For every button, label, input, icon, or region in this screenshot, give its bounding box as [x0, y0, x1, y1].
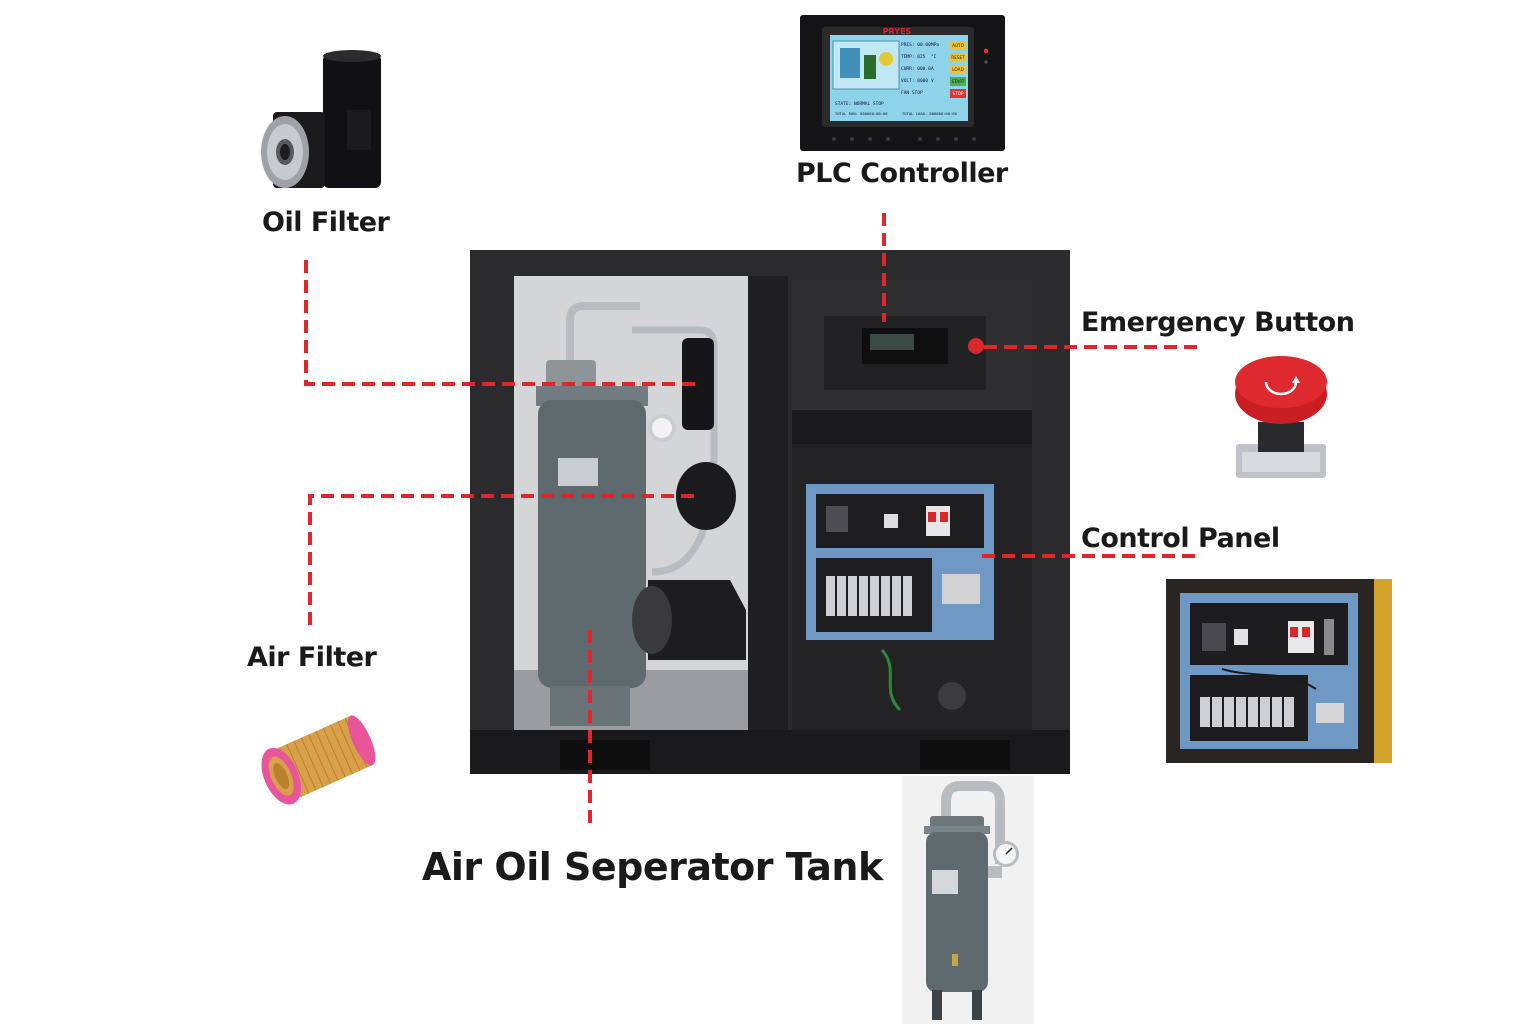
plc-key-auto: AUTO: [952, 43, 964, 48]
plc-row-4-text: VOLT: 0000: [901, 78, 928, 84]
air-filter-leader: [308, 494, 700, 625]
air-oil-separator-tank-label: Air Oil Seperator Tank: [422, 845, 883, 889]
emergency-button-label: Emergency Button: [1081, 307, 1355, 338]
plc-controller-image: PRYES PRES: 00.00 MPa TEMP: 025 °C CURR:…: [800, 15, 1005, 151]
plc-status-text: STATE: NORMAL STOP: [835, 101, 884, 107]
plc-row-1-text: PRES: 00.00: [901, 42, 931, 48]
air-filter-image: [261, 715, 376, 805]
plc-row-2-text: TEMP: 025: [901, 54, 926, 60]
plc-key-start: START: [952, 79, 965, 84]
air-filter-label: Air Filter: [247, 642, 377, 673]
plc-footer-left: TOTAL RUN: 000000:00:00: [835, 111, 888, 116]
separator-tank-image: [902, 776, 1034, 1024]
control-panel-image: [1166, 579, 1392, 763]
plc-row-5-text: FAN STOP: [901, 90, 923, 96]
plc-controller-label: PLC Controller: [796, 158, 1008, 189]
plc-key-stop: STOP: [952, 91, 964, 96]
plc-brand-text: PRYES: [883, 27, 912, 36]
oil-filter-leader: [304, 260, 700, 386]
plc-row-3-unit: A: [931, 66, 934, 72]
oil-filter-label: Oil Filter: [262, 207, 390, 238]
control-panel-label: Control Panel: [1081, 523, 1280, 554]
plc-footer-right: TOTAL LOAD: 000000:00:00: [902, 111, 958, 116]
plc-row-2-unit: °C: [931, 54, 937, 60]
oil-filter-image: [261, 50, 381, 188]
compressor-cabinet-image: [470, 250, 1070, 774]
plc-key-load: LOAD: [952, 67, 964, 72]
plc-row-1-unit: MPa: [931, 42, 939, 48]
emergency-button-image: [1235, 356, 1327, 478]
plc-key-reset: RESET: [951, 55, 965, 60]
plc-row-3-text: CURR: 000.0: [901, 66, 931, 72]
plc-row-4-unit: V: [931, 78, 934, 84]
